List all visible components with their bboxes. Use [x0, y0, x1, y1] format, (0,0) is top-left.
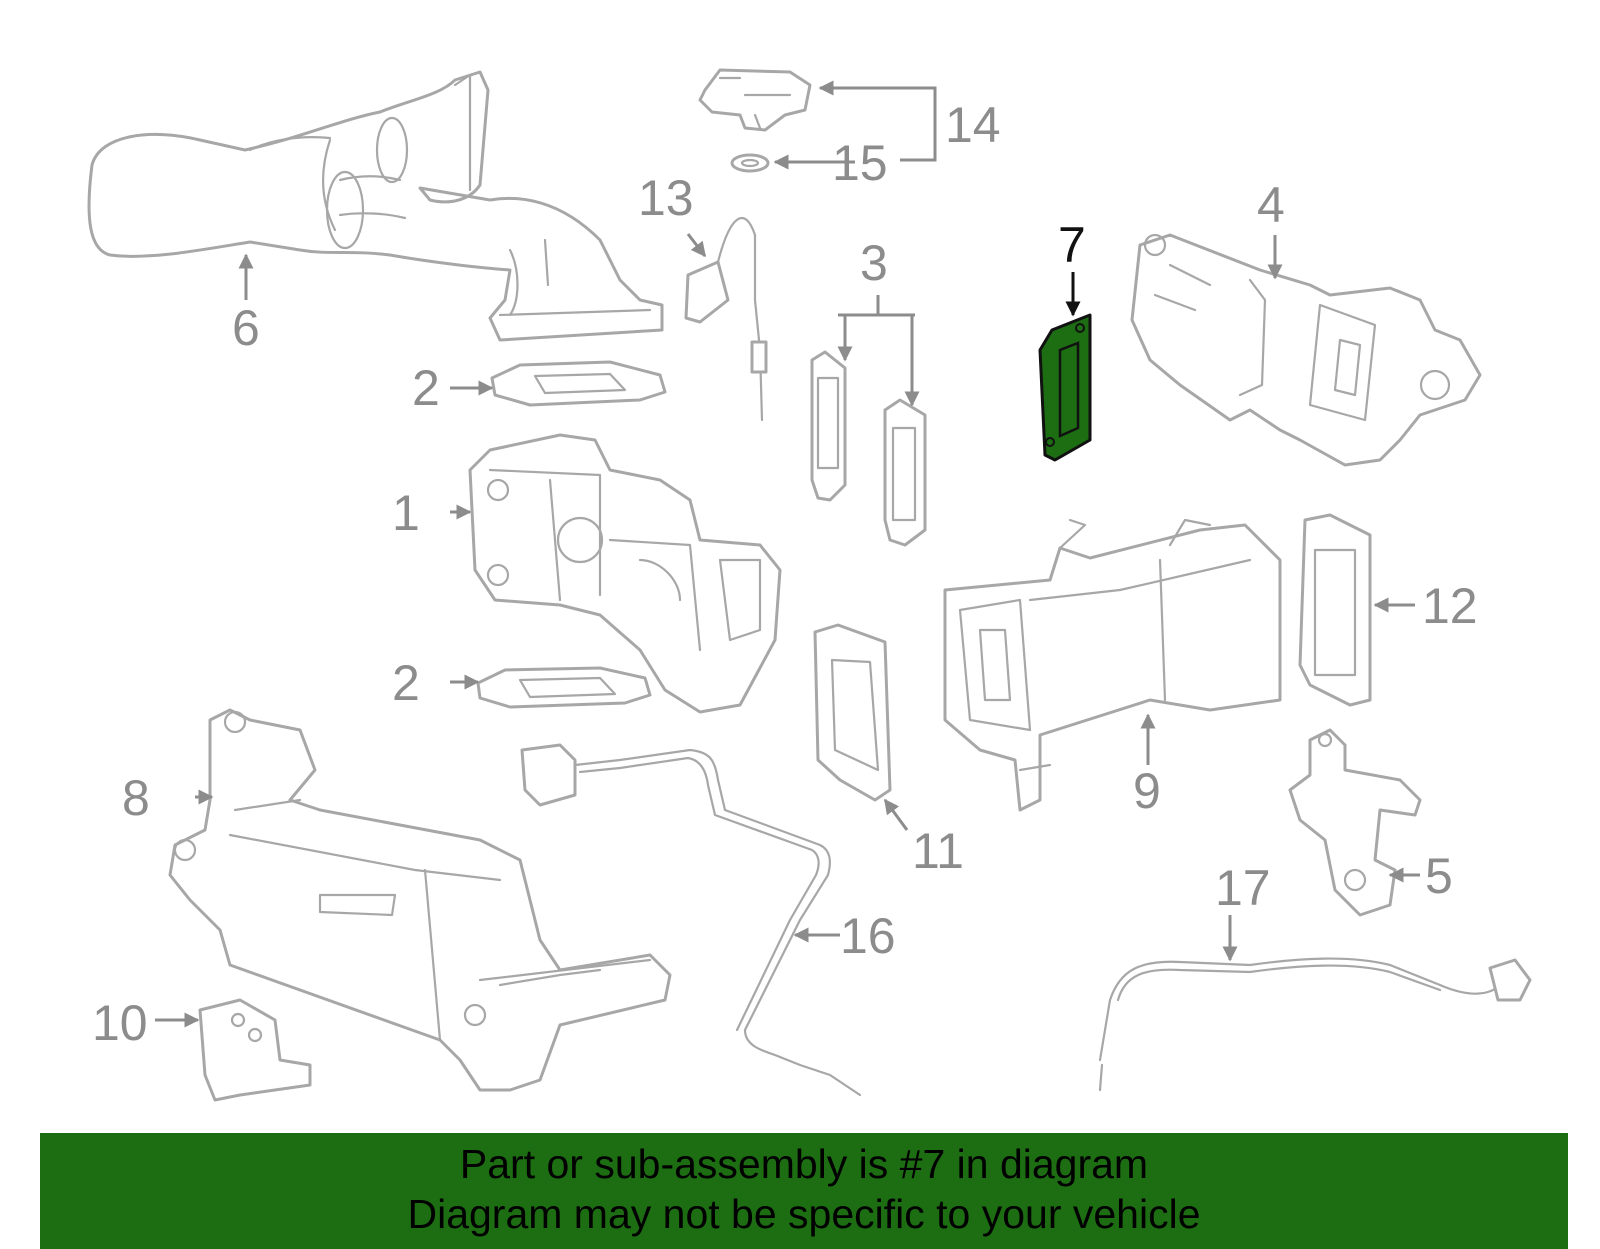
callout-12: 12: [1422, 578, 1478, 634]
part-14-pressure-sensor: [698, 68, 812, 132]
part-4-egr-valve: [1130, 233, 1482, 467]
callout-8: 8: [122, 770, 150, 826]
callout-6: 6: [232, 300, 260, 356]
part-11-gasket: [813, 623, 892, 802]
part-7-gasket-highlighted: [1038, 313, 1092, 462]
leader-lines: [155, 80, 1420, 1028]
part-2-gasket-upper: [490, 360, 667, 407]
part-1-egr-bypass-valve: [468, 433, 782, 714]
part-9-egr-cooler: [943, 518, 1282, 812]
callout-11: 11: [912, 823, 964, 879]
info-banner: Part or sub-assembly is #7 in diagram Di…: [40, 1133, 1568, 1249]
callout-1: 1: [392, 485, 420, 541]
part-13-temperature-sensor: [684, 216, 768, 422]
callout-3: 3: [860, 235, 888, 291]
part-17-sensor-wire: [1098, 957, 1532, 1092]
part-15-seal-ring: [730, 153, 770, 173]
callout-2-upper: 2: [412, 360, 440, 416]
callout-15: 15: [832, 135, 888, 191]
callout-7: 7: [1058, 217, 1086, 273]
part-2-gasket-lower: [476, 666, 652, 709]
part-16-sensor-tube: [520, 743, 862, 1097]
part-3-gaskets: [810, 350, 927, 547]
part-8-cooler-housing: [168, 708, 672, 1092]
part-5-bracket: [1288, 728, 1422, 917]
banner-line-1: Part or sub-assembly is #7 in diagram: [459, 1141, 1149, 1187]
callout-4: 4: [1257, 177, 1285, 233]
part-10-bracket: [198, 998, 312, 1102]
callout-5: 5: [1425, 848, 1453, 904]
callout-17: 17: [1215, 860, 1271, 916]
part-12-gasket: [1298, 513, 1372, 707]
callout-labels: 1 2 2 3 4 5 6 7 8 9 10 11 12 13 14 15 16…: [92, 97, 1478, 1051]
callout-14: 14: [945, 97, 1001, 153]
callout-9: 9: [1133, 763, 1161, 819]
callout-13: 13: [638, 170, 694, 226]
callout-10: 10: [92, 995, 148, 1051]
callout-16: 16: [840, 908, 896, 964]
banner-line-2: Diagram may not be specific to your vehi…: [407, 1191, 1201, 1237]
part-6-intake-pipe: [87, 70, 664, 342]
callout-2-lower: 2: [392, 655, 420, 711]
